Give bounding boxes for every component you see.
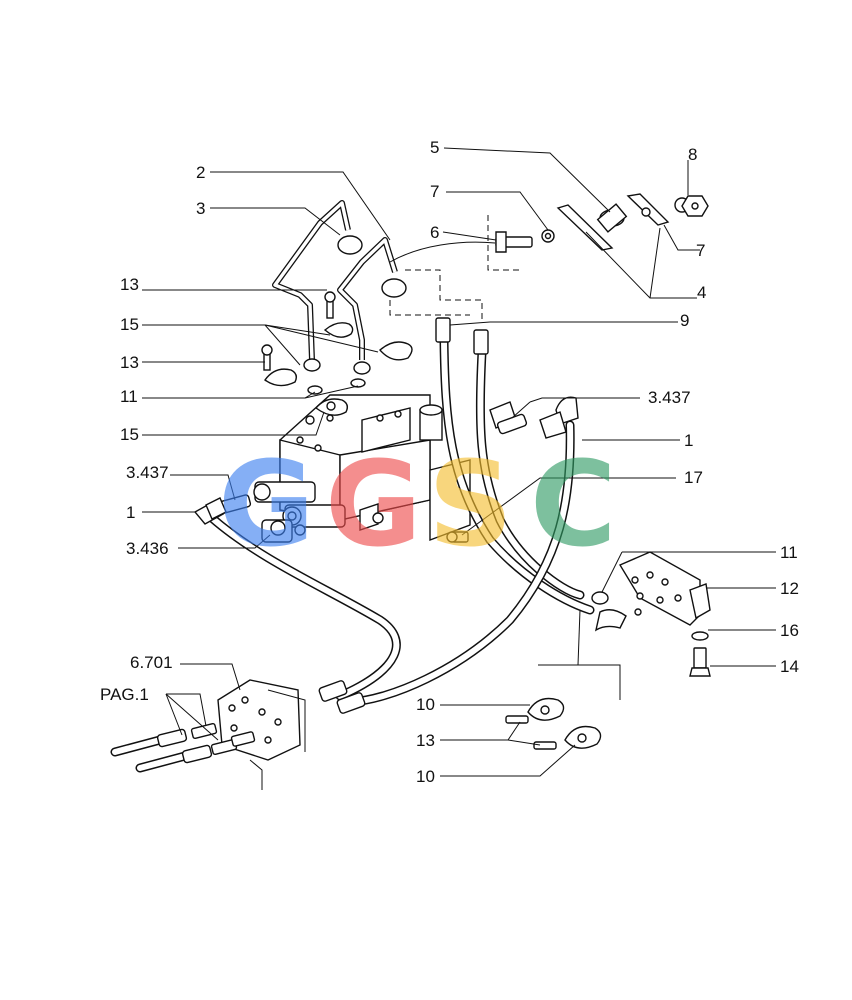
hose-1-right xyxy=(345,396,579,707)
hoses-9 xyxy=(435,317,595,615)
fitting-3437-right xyxy=(489,401,528,435)
callout-1-left: 1 xyxy=(126,503,135,522)
clamp-10-lower xyxy=(505,609,621,750)
callout-3: 3 xyxy=(196,199,205,218)
bracket-4 xyxy=(556,193,709,251)
bracket-6701 xyxy=(217,679,306,790)
callout-11-right: 11 xyxy=(780,543,798,562)
callout-10-upper: 10 xyxy=(416,695,435,714)
watermark-letter-g1: G xyxy=(218,435,315,573)
o-rings-11 xyxy=(307,378,366,395)
callout-3437-left: 3.437 xyxy=(126,463,169,482)
watermark-logo: G G S C xyxy=(218,435,617,573)
callout-pag1: PAG.1 xyxy=(100,685,149,704)
callout-2: 2 xyxy=(196,163,205,182)
callout-5: 5 xyxy=(430,138,439,157)
callout-14: 14 xyxy=(780,657,799,676)
callout-labels: 2 3 5 7 6 8 7 4 13 15 9 13 11 3.437 15 1… xyxy=(100,138,799,786)
callout-17: 17 xyxy=(684,468,703,487)
callout-15-lower: 15 xyxy=(120,425,139,444)
callout-16: 16 xyxy=(780,621,799,640)
washer-16-bolt-14 xyxy=(689,631,711,677)
callout-7-top: 7 xyxy=(430,182,439,201)
reference-dashes xyxy=(389,215,520,320)
fitting-3437-left xyxy=(205,494,252,520)
callout-10-lower: 10 xyxy=(416,767,435,786)
bolt-17 xyxy=(446,531,469,543)
clamp-15-upper xyxy=(323,291,413,361)
callout-12: 12 xyxy=(780,579,799,598)
watermark-letter-c: C xyxy=(530,435,617,573)
plate-12 xyxy=(591,551,711,632)
callout-11-left: 11 xyxy=(120,387,138,406)
flange-15-lower xyxy=(314,398,349,416)
callout-13-mid: 13 xyxy=(120,353,139,372)
callout-9: 9 xyxy=(680,311,689,330)
leader-lines xyxy=(142,147,776,777)
callout-6701: 6.701 xyxy=(130,653,173,672)
callout-3437-right: 3.437 xyxy=(648,388,691,407)
callout-15-upper: 15 xyxy=(120,315,139,334)
rigid-tube-2 xyxy=(337,237,407,375)
callout-6: 6 xyxy=(430,223,439,242)
callout-3436: 3.436 xyxy=(126,539,169,558)
hoses-pag1 xyxy=(110,722,256,773)
watermark-letter-g2: G xyxy=(325,435,422,573)
callout-7-right: 7 xyxy=(696,241,705,260)
callout-13-lower: 13 xyxy=(416,731,435,750)
clamp-13-left xyxy=(261,344,298,387)
rigid-tube-3 xyxy=(272,200,363,372)
callout-8: 8 xyxy=(688,145,697,164)
watermark-letter-s: S xyxy=(428,435,513,573)
callout-1-right: 1 xyxy=(684,431,693,450)
callout-4: 4 xyxy=(697,283,706,302)
hose-top-6 xyxy=(389,229,555,263)
callout-13-upper: 13 xyxy=(120,275,139,294)
